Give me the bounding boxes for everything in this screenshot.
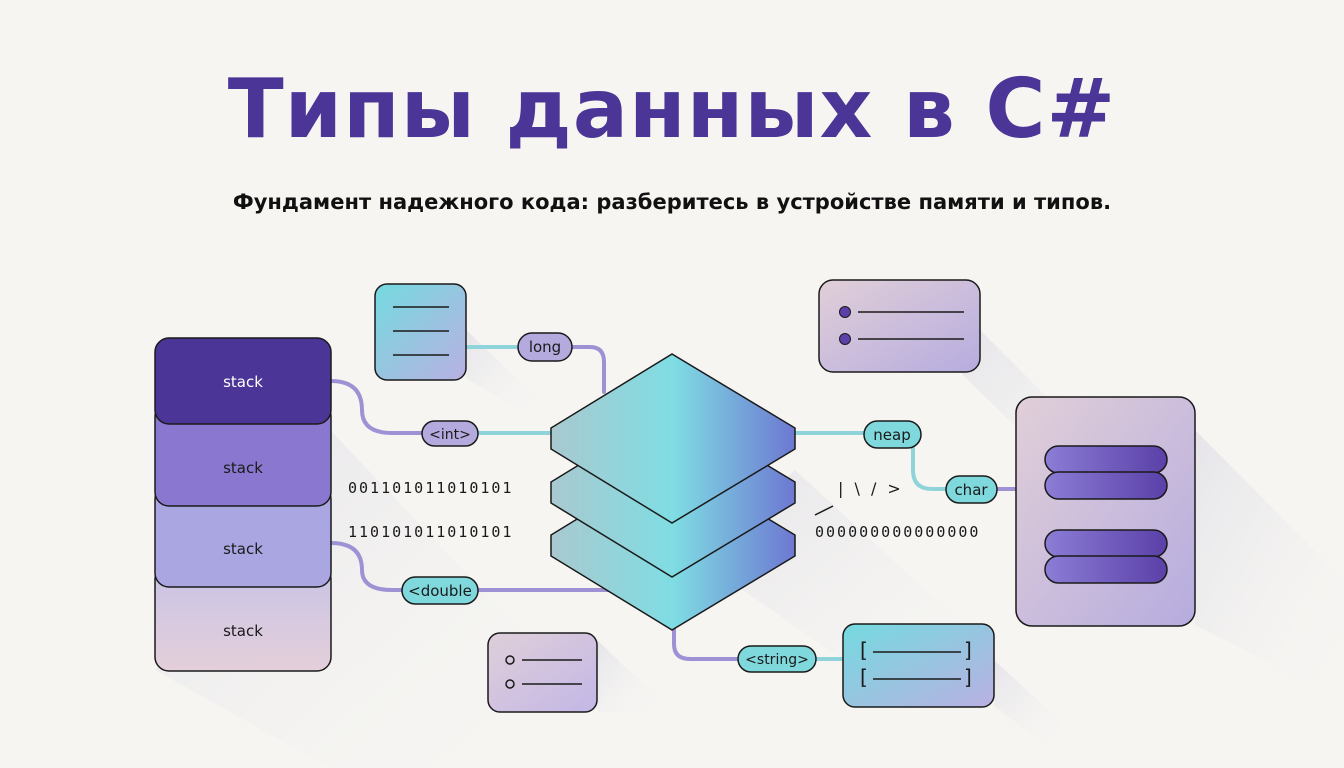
zeros-row: 000000000000000 xyxy=(815,523,980,541)
heap-card xyxy=(1015,396,1196,627)
tag-long-label: long xyxy=(529,338,561,356)
connectors xyxy=(329,345,1018,661)
tag-heap: neap xyxy=(863,420,922,449)
bracket-close: ] xyxy=(964,665,972,689)
page-title: Типы данных в C# xyxy=(227,62,1117,157)
binary-row-2: 110101011010101 xyxy=(348,523,513,541)
connector-stack-int xyxy=(329,379,424,435)
tag-heap-label: neap xyxy=(873,426,910,444)
bullet-dot xyxy=(839,306,851,318)
symbol-slash xyxy=(814,505,834,516)
stack-label-3: stack xyxy=(223,540,263,558)
heap-bar xyxy=(1044,529,1168,558)
stack-label-1: stack xyxy=(223,373,263,391)
bullet-card-top-right xyxy=(818,279,981,373)
bracket-open: [ xyxy=(860,665,868,689)
tag-int: <int> xyxy=(421,420,479,447)
connector-long-layer xyxy=(570,345,606,394)
connector-layer-string xyxy=(672,626,740,661)
tag-double-label: <double xyxy=(408,582,472,600)
tag-int-label: <int> xyxy=(429,427,471,443)
heap-bar xyxy=(1044,471,1168,500)
tag-string-label: <string> xyxy=(745,652,809,668)
tag-string: <string> xyxy=(737,645,817,673)
stack-label-4: stack xyxy=(223,622,263,640)
page-subtitle: Фундамент надежного кода: разберитесь в … xyxy=(232,190,1112,214)
tag-char: char xyxy=(945,475,998,504)
layer-top xyxy=(550,353,796,524)
bullet-card-bottom xyxy=(487,632,598,713)
tag-char-label: char xyxy=(954,481,988,499)
heap-bar xyxy=(1044,555,1168,584)
connector-stack-double xyxy=(329,541,404,592)
binary-row-1: 001101011010101 xyxy=(348,479,513,497)
connector-heap-char xyxy=(911,444,948,491)
tag-double: <double xyxy=(401,576,479,605)
stack-block-1 xyxy=(154,337,332,425)
stack-column: stack stack stack stack xyxy=(154,337,332,672)
bracket-close: ] xyxy=(964,638,972,662)
symbols-row: | \ / > xyxy=(838,479,904,498)
bullet-dot xyxy=(839,333,851,345)
string-card: [ ] [ ] xyxy=(842,623,995,708)
stack-label-2: stack xyxy=(223,459,263,477)
heap-bar xyxy=(1044,445,1168,474)
list-card-top-left xyxy=(374,283,467,381)
tag-long: long xyxy=(517,332,573,362)
bracket-open: [ xyxy=(860,638,868,662)
memory-layers xyxy=(550,353,796,631)
